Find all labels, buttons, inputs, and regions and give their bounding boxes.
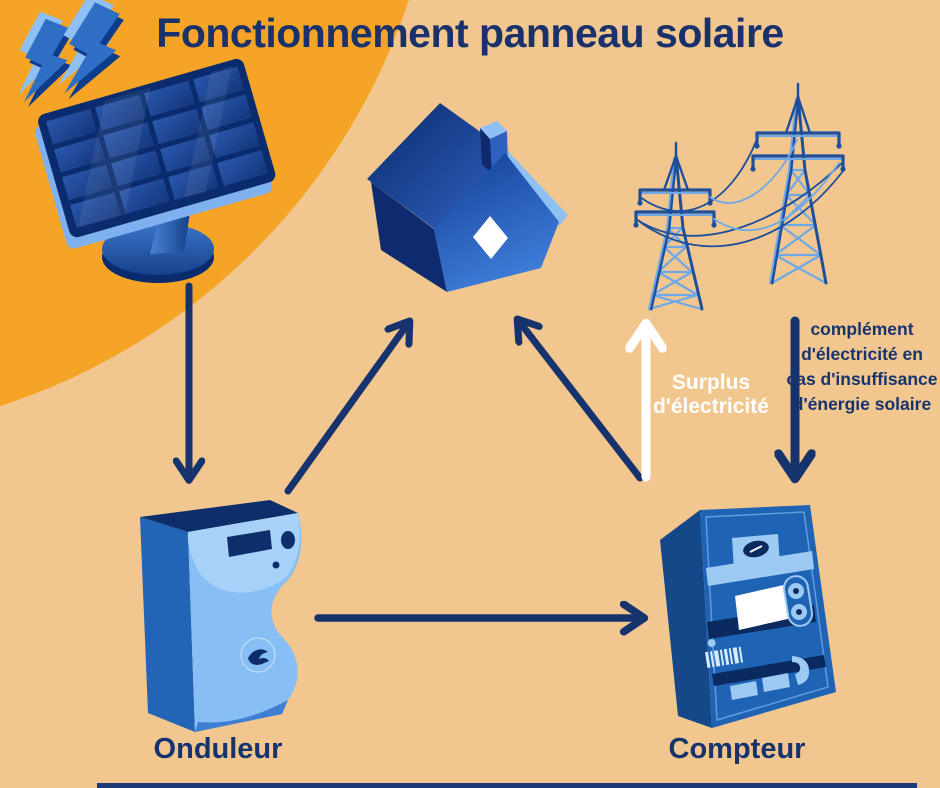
inverter-display xyxy=(227,530,272,557)
power-lines-icon xyxy=(633,82,846,311)
meter-terminals xyxy=(730,656,810,700)
house-left-wall xyxy=(371,182,447,292)
lightning-bolts-icon xyxy=(18,0,124,108)
inverter-icon xyxy=(140,500,302,732)
dolphin-motif xyxy=(248,649,269,665)
inverter-led xyxy=(272,561,280,569)
solar-panel-icon xyxy=(18,0,276,283)
electric-meter-icon xyxy=(660,505,836,728)
meter-label: Compteur xyxy=(668,733,806,765)
arrow-meter-to-house xyxy=(518,320,644,482)
chimney xyxy=(480,121,508,173)
inverter-side xyxy=(140,517,195,732)
complement-label: complément d'électricité en cas d'insuff… xyxy=(786,319,938,414)
meter-buttons xyxy=(782,575,814,627)
house-gable-wall xyxy=(434,153,559,292)
flow-arrows xyxy=(189,282,795,618)
house-window xyxy=(473,216,508,259)
surplus-label: Surplus d'électricité xyxy=(653,371,769,418)
pylon-right xyxy=(750,82,846,285)
inverter-button xyxy=(281,531,295,549)
house-icon xyxy=(367,103,568,292)
inverter-label: Onduleur xyxy=(153,733,283,765)
page-title: Fonctionnement panneau solaire xyxy=(156,10,784,56)
meter-side xyxy=(660,510,712,728)
footer-bar xyxy=(97,783,917,788)
power-wires xyxy=(635,138,844,248)
panel-board xyxy=(35,58,276,249)
house-roof xyxy=(367,103,507,230)
arrow-inverter-to-house xyxy=(284,322,409,495)
inverter-top xyxy=(140,500,298,532)
meter-barcode xyxy=(704,639,744,669)
